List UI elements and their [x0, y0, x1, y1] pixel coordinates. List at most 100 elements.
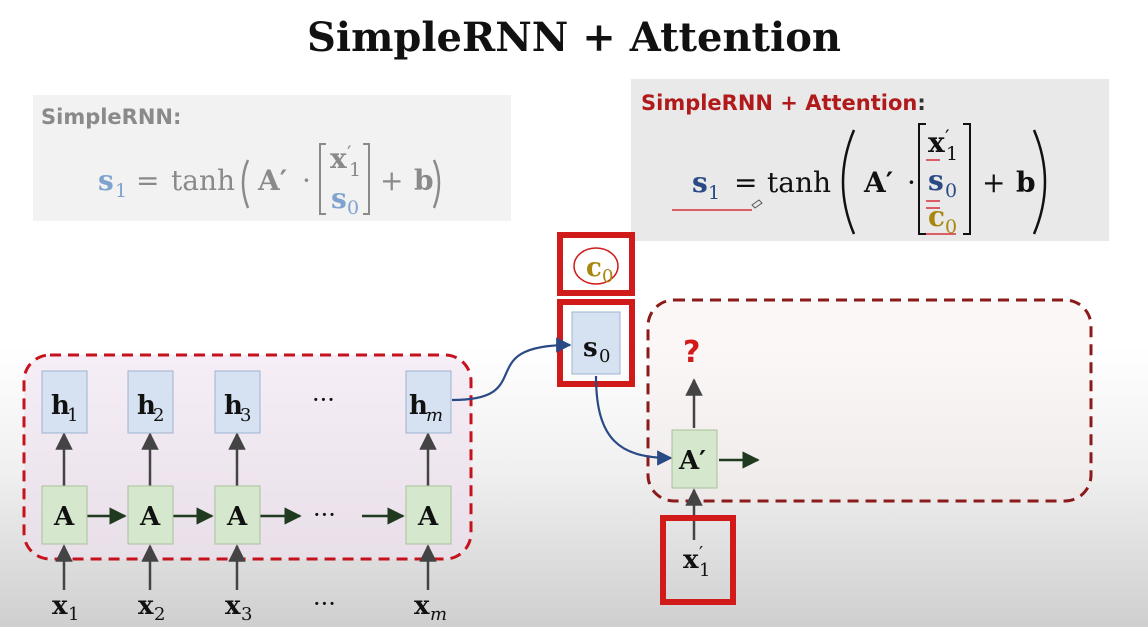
eq-left-paren-close — [432, 159, 441, 209]
decoder-output-question: ? — [683, 335, 700, 370]
eq-right-vec-c-sub: 0 — [945, 216, 957, 238]
eq-left-fn: tanh — [171, 164, 235, 197]
eq-right-vec-x-prime: ′ — [945, 125, 950, 149]
pen-cursor-icon — [751, 199, 763, 209]
hidden-label-h3-sub: 3 — [240, 405, 251, 426]
eq-right-vec-x-sub: 1 — [946, 143, 958, 165]
eq-left-matrix: A′ — [257, 164, 287, 197]
hidden-ellipsis: ··· — [312, 386, 335, 414]
input-ellipsis: ··· — [313, 590, 336, 618]
eq-left-bracket-open — [319, 143, 326, 215]
hidden-box-hm — [405, 370, 452, 434]
eq-right-vec-x: x — [928, 126, 945, 159]
simplernn-equation-panel: SimpleRNN: — [33, 95, 511, 221]
input-label-x2-sub: 2 — [154, 604, 165, 625]
decoder-input-highlight-box — [660, 515, 736, 605]
input-label-x1: x — [52, 591, 68, 621]
eq-right-fn: tanh — [767, 166, 831, 199]
encoder-cell-1 — [41, 485, 88, 545]
input-label-xm-sub: m — [430, 604, 447, 625]
encoder-hidden-states — [41, 370, 452, 434]
decoder-input-label: x — [683, 545, 699, 575]
eq-right-bracket-close — [963, 123, 971, 235]
encoder-cell-2 — [127, 485, 174, 545]
context-label-c0-sub: 0 — [602, 266, 613, 287]
eq-right-plus: + — [982, 166, 1005, 199]
eq-right-lhs-sub: 1 — [708, 182, 720, 204]
state-label-s0-sub: 0 — [599, 346, 610, 367]
attention-equation: s 1 = tanh A′ · x ′ 1 s 0 c 0 + b — [672, 123, 1047, 238]
state-label-s0: s — [583, 333, 598, 363]
eq-left-bracket-close — [363, 143, 370, 215]
cell-label-2: A — [139, 502, 161, 532]
eq-left-plus: + — [380, 164, 403, 197]
cell-label-m: A — [417, 502, 439, 532]
attention-equation-panel: SimpleRNN + Attention: — [631, 79, 1109, 241]
decoder-input-prime: ′ — [699, 543, 703, 564]
eq-left-bias: b — [414, 164, 434, 197]
eq-right-vec-s: s — [928, 164, 944, 197]
eq-right-paren-open — [841, 129, 856, 235]
eq-left-vec-s-sub: 0 — [347, 197, 359, 219]
input-label-x1-sub: 1 — [68, 604, 79, 625]
encoder-input-arrows — [55, 544, 437, 590]
encoder-cell-m — [405, 485, 452, 545]
attention-heading: SimpleRNN + Attention — [641, 91, 918, 115]
simplernn-heading-colon: : — [173, 105, 182, 129]
eq-left-vec-s: s — [331, 182, 347, 215]
cell-label-3: A — [226, 502, 248, 532]
encoder-cells — [41, 485, 452, 545]
eq-right-vec-c: c — [928, 200, 945, 233]
context-circle-annotation — [573, 247, 619, 285]
eq-left-dot: · — [302, 164, 311, 197]
hidden-label-h1: h — [51, 391, 70, 421]
decoder-cell-label: A′ — [678, 446, 706, 476]
eq-left-equals: = — [136, 164, 159, 197]
encoder-to-decoder-arrow — [451, 337, 572, 402]
context-highlight-box — [557, 232, 635, 296]
eq-right-equals: = — [734, 166, 757, 199]
decoder-cell — [671, 429, 718, 489]
simplernn-equation: s 1 = tanh A′ · x ′ 1 s 0 + b — [98, 141, 441, 219]
eq-right-dot: · — [907, 166, 916, 199]
eq-left-vec-x-sub: 1 — [349, 159, 361, 181]
eq-right-matrix: A′ — [863, 166, 893, 199]
eq-left-lhs: s — [98, 164, 114, 197]
input-label-x3-sub: 3 — [241, 604, 252, 625]
input-label-x2: x — [138, 591, 154, 621]
hidden-label-hm: h — [409, 391, 428, 421]
encoder-hidden-labels: h 1 h 2 h 3 h m — [51, 391, 443, 426]
eq-right-bracket-open — [918, 123, 926, 235]
state-box-s0 — [571, 311, 621, 375]
eq-right-vec-s-sub: 0 — [945, 180, 957, 202]
hidden-label-h1-sub: 1 — [67, 405, 78, 426]
eq-right-lhs: s — [692, 166, 708, 199]
eq-right-bias: b — [1016, 166, 1036, 199]
cell-ellipsis: ··· — [313, 501, 336, 529]
decoder-dashed-region — [646, 298, 1093, 503]
hidden-label-h3: h — [224, 391, 243, 421]
attention-heading-colon: : — [917, 91, 926, 115]
simplernn-heading: SimpleRNN — [41, 105, 173, 129]
encoder-cell-3 — [214, 485, 261, 545]
hidden-label-h2: h — [137, 391, 156, 421]
eq-right-paren-close — [1032, 129, 1047, 235]
eq-left-vec-x: x — [330, 142, 347, 175]
encoder-output-arrows — [55, 432, 437, 486]
decoder-input-sub: 1 — [699, 560, 710, 581]
eq-left-lhs-sub: 1 — [115, 180, 127, 202]
hidden-box-h1 — [41, 370, 88, 434]
context-label-c0: c — [586, 253, 602, 283]
encoder-cell-labels: A A A A — [53, 502, 439, 532]
input-label-x3: x — [225, 591, 241, 621]
encoder-input-labels: x 1 x 2 x 3 x m — [52, 591, 447, 625]
hidden-box-h3 — [214, 370, 261, 434]
slide-title: SimpleRNN + Attention — [306, 14, 841, 61]
hidden-label-hm-sub: m — [426, 405, 443, 426]
input-label-xm: x — [414, 591, 430, 621]
eq-left-paren-open — [241, 159, 250, 209]
eq-left-vec-x-prime: ′ — [347, 141, 352, 165]
hidden-label-h2-sub: 2 — [153, 405, 164, 426]
hidden-box-h2 — [127, 370, 174, 434]
